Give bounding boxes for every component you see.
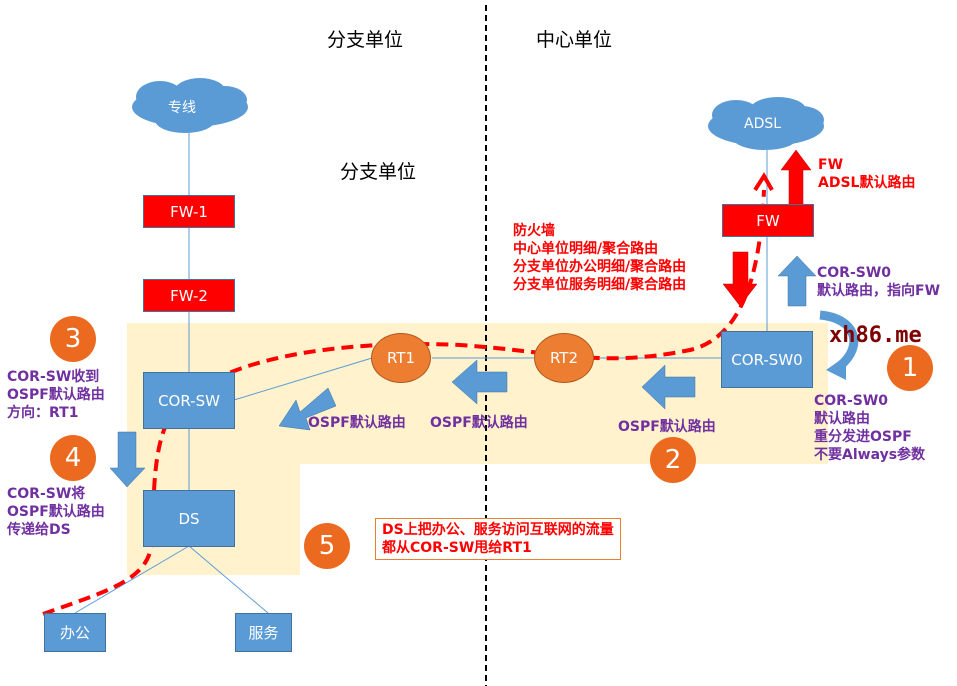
step-badge-3: 3 — [50, 316, 96, 362]
center-title: 中心单位 — [536, 29, 613, 51]
fw2-device[interactable]: FW-2 — [143, 279, 235, 312]
note-ds-traffic: DS上把办公、服务访问互联网的流量 都从COR-SW甩给RT1 — [375, 518, 621, 560]
rt1-router[interactable]: RT1 — [371, 333, 431, 383]
branch-title: 分支单位 — [327, 29, 404, 51]
watermark: xh86.me — [829, 323, 922, 348]
rt2-router[interactable]: RT2 — [534, 333, 594, 383]
note-ospf-default-corsw: OSPF默认路由 — [308, 415, 406, 431]
step-badge-5: 5 — [304, 523, 350, 569]
note-fw-adsl: FW ADSL默认路由 — [818, 157, 916, 191]
step-badge-2: 2 — [650, 437, 696, 483]
ds-device[interactable]: DS — [143, 490, 235, 547]
arrow-curved-redistribute — [819, 310, 859, 370]
arrow-curved-head — [826, 356, 846, 380]
arrow-left-ospf-rt2 — [641, 364, 696, 410]
arrow-up-fw-adsl — [780, 149, 812, 205]
note-corsw0-redistribute: COR-SW0 默认路由 重分发进OSPF 不要Always参数 — [814, 393, 926, 463]
fw-device[interactable]: FW — [722, 204, 814, 237]
fw1-device[interactable]: FW-1 — [143, 195, 235, 228]
cor-sw0-device[interactable]: COR-SW0 — [721, 331, 813, 388]
note-corsw-received: COR-SW收到 OSPF默认路由 方向：RT1 — [7, 369, 105, 421]
branch-subtitle: 分支单位 — [340, 161, 417, 183]
arrow-left-ospf-corsw — [278, 387, 337, 431]
note-firewall-routes: 防火墙 中心单位明细/聚合路由 分支单位办公明细/聚合路由 分支单位服务明细/聚… — [513, 223, 687, 293]
cor-sw-device[interactable]: COR-SW — [143, 372, 235, 429]
office-device[interactable]: 办公 — [44, 613, 106, 652]
note-corsw-pass: COR-SW将 OSPF默认路由 传递给DS — [7, 486, 105, 538]
link-corsw-rt1 — [233, 357, 373, 401]
traffic-path-head — [753, 172, 774, 192]
leased-line-label: 专线 — [168, 100, 196, 116]
adsl-label: ADSL — [744, 116, 782, 132]
note-ospf-default-rt2: OSPF默认路由 — [618, 419, 716, 435]
step-badge-1: 1 — [887, 345, 933, 391]
note-corsw0-default: COR-SW0 默认路由，指向FW — [817, 265, 941, 299]
link-ds-office — [74, 545, 190, 614]
link-ds-service — [188, 545, 269, 614]
arrow-left-ospf-rt1 — [451, 359, 508, 405]
arrow-down-firewall-routes — [722, 251, 758, 307]
note-ospf-default-rt1: OSPF默认路由 — [430, 415, 528, 431]
arrow-up-corsw0-default — [777, 255, 817, 307]
service-device[interactable]: 服务 — [235, 613, 292, 652]
arrow-down-corsw-ds — [109, 431, 146, 488]
step-badge-4: 4 — [50, 435, 96, 481]
